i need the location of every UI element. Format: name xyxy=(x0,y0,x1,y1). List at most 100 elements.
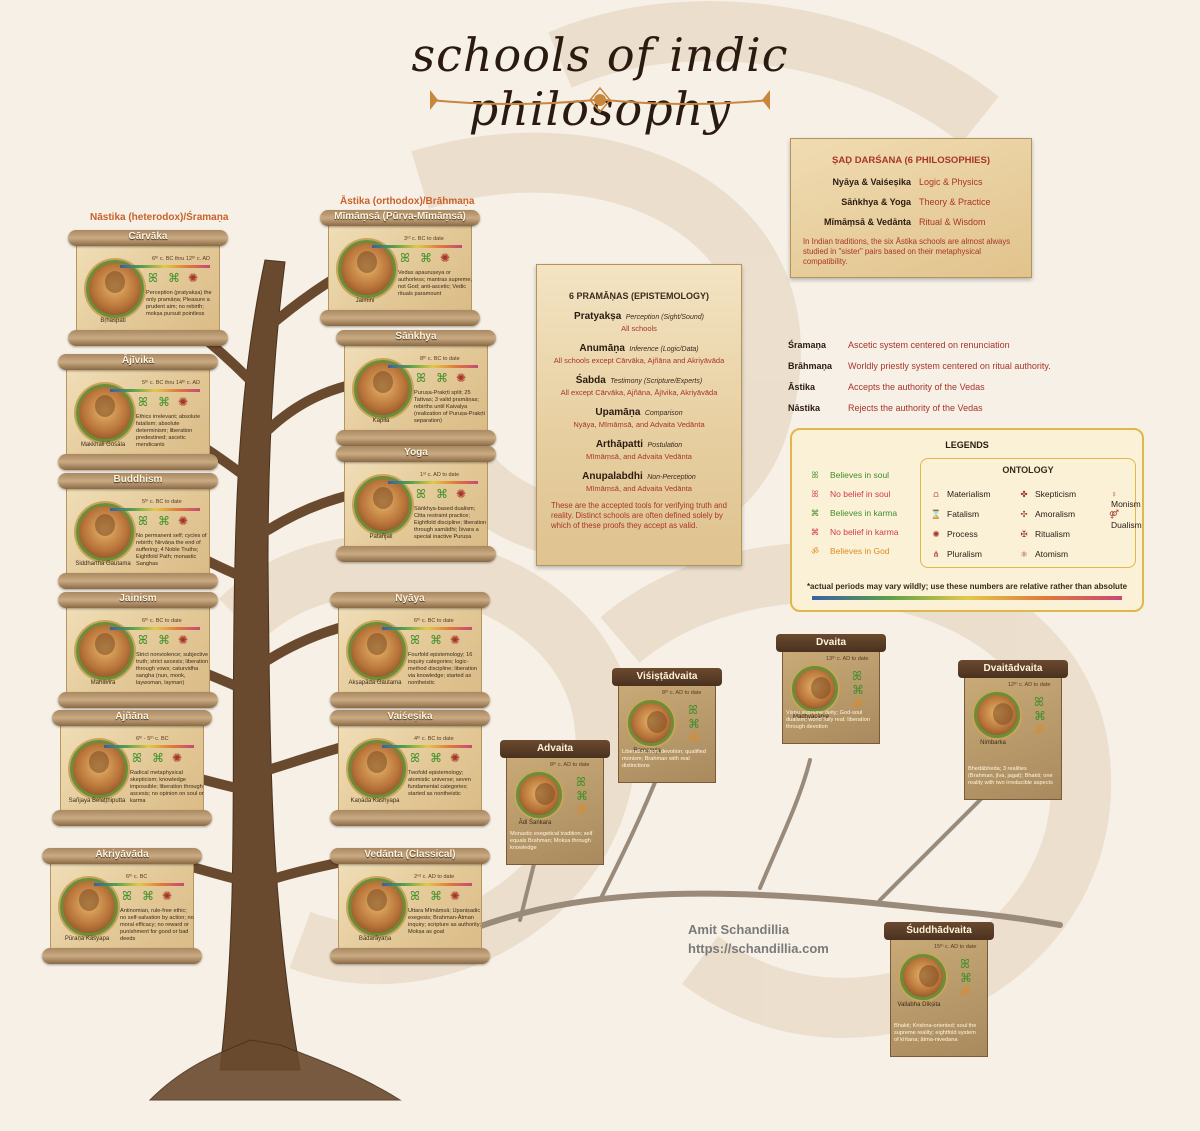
thinker-portrait xyxy=(76,622,134,680)
thinker-name: Bādarāyaṇa xyxy=(358,936,392,942)
scroll-roll-bottom xyxy=(336,430,496,446)
glossary-term: Brāhmaṇa xyxy=(788,361,833,371)
karma-icon: ⌘ xyxy=(436,487,448,501)
soul-icon: ꕤ xyxy=(148,271,158,285)
thinker-portrait xyxy=(348,740,406,798)
ontology-icon: ✺ xyxy=(932,529,940,539)
pramana-footer: These are the accepted tools for verifyi… xyxy=(551,501,727,530)
school-period: 5ᵗʰ c. BC to date xyxy=(142,499,182,505)
thinker-name: Patañjali xyxy=(369,534,393,540)
glossary-definition: Accepts the authority of the Vedas xyxy=(848,382,985,392)
scroll-roll-bottom xyxy=(330,692,490,708)
school-description: Liberation from devotion; qualified moni… xyxy=(622,749,706,769)
scroll-roll-bottom xyxy=(330,948,490,964)
legend-icon: ⌘ xyxy=(810,527,820,537)
thinker-portrait xyxy=(974,692,1020,738)
school-period: 8ᵗʰ c. BC to date xyxy=(420,356,460,362)
author-url[interactable]: https://schandillia.com xyxy=(688,941,829,956)
ontology-label: Fatalism xyxy=(947,509,980,519)
scroll-roll-top xyxy=(58,473,218,489)
school-description: Perception (pratyakṣa) the only pramāṇa;… xyxy=(146,290,212,317)
scroll-roll-bottom xyxy=(58,573,218,589)
school-name: Ājīvika xyxy=(121,355,155,366)
ontology-item: ⩍Materialism xyxy=(929,489,990,500)
ontology-label: Process xyxy=(947,529,978,539)
scroll-roll-top xyxy=(330,592,490,608)
scroll-roll-top xyxy=(58,354,218,370)
pramana-heading: 6 PRAMĀṆAS (EPISTEMOLOGY) xyxy=(568,291,709,301)
soul-icon: ꕤ xyxy=(400,251,410,265)
ontology-icon: ✺ xyxy=(162,889,173,903)
school-period: 6ᵗʰ c. BC to date xyxy=(414,618,454,624)
school-period: 3ʳᵈ c. BC to date xyxy=(404,236,444,242)
branch-school-name: Dvaitādvaita xyxy=(958,660,1068,678)
period-bar xyxy=(104,745,194,748)
school-name: Akriyāvāda xyxy=(95,849,149,860)
school-description: Bhedābheda; 3 realities (Brahman, jīva, … xyxy=(968,766,1053,786)
soul-icon: ꕤ xyxy=(122,889,132,903)
school-name: Yoga xyxy=(404,447,428,458)
school-period: 1ˢᵗ c. AD to date xyxy=(420,472,460,478)
school-description: Monastic exegetical tradition; self equa… xyxy=(510,831,593,851)
author-credit: Amit Schandillia https://schandillia.com xyxy=(688,920,829,958)
astika-heading: Āstika (orthodox)/Brāhmaṇa xyxy=(340,196,475,207)
thinker-name: Madhvācārya xyxy=(792,714,830,720)
ontology-label: Monism xyxy=(1111,499,1141,509)
thinker-name: Siddhartha Gautama xyxy=(75,561,131,567)
school-period: 6ᵗʰ c. BC xyxy=(126,874,148,880)
school-period: 12ᵗʰ c. AD to date xyxy=(1008,682,1051,688)
pramana-name: Śabda xyxy=(575,375,606,386)
pramana-item: Anumāṇa Inference (Logic/Data)All school… xyxy=(537,338,741,365)
thinker-name: Ramanuja xyxy=(633,748,661,754)
thinker-portrait xyxy=(76,384,134,442)
period-bar xyxy=(110,508,200,511)
ontology-heading: ONTOLOGY xyxy=(1002,465,1054,475)
school-description: Bhakti; Krishna-oriented; soul the supre… xyxy=(894,1023,977,1043)
scroll-roll-top xyxy=(330,848,490,864)
period-bar xyxy=(120,265,210,268)
period-bar xyxy=(94,883,184,886)
scroll-paper xyxy=(338,718,482,818)
pramana-name: Arthāpatti xyxy=(595,439,644,450)
soul-icon: ꕤ xyxy=(138,395,148,409)
soul-icon: ꕤ xyxy=(688,703,698,717)
school-period: 8ᵗʰ c. AD to date xyxy=(662,690,702,696)
ontology-icon: ⋔ xyxy=(932,549,940,559)
period-bar xyxy=(382,745,472,748)
school-description: Viṣṇu supreme deity; God-soul dualism; w… xyxy=(786,710,870,730)
pramana-schools: Mīmāṃsā, and Advaita Vedānta xyxy=(586,452,692,461)
karma-icon: ⌘ xyxy=(430,889,442,903)
glossary-definition: Worldly priestly system centered on ritu… xyxy=(848,361,1051,371)
scroll-roll-bottom xyxy=(52,810,212,826)
darsana-pair-name: Nyāya & Vaiśeṣika xyxy=(832,177,911,187)
thinker-name: Pūraṇa Kāśyapa xyxy=(64,936,110,942)
scroll-roll-bottom xyxy=(320,310,480,326)
ontology-icon: ✺ xyxy=(178,633,189,647)
scroll-roll-top xyxy=(336,446,496,462)
karma-icon: ⌘ xyxy=(688,717,700,731)
scroll-roll-bottom xyxy=(336,546,496,562)
legend-label: No belief in karma xyxy=(830,527,899,537)
scroll-roll-top xyxy=(42,848,202,864)
god-icon: ॐ xyxy=(1034,723,1045,737)
darsana-pair-name: Mīmāṃsā & Vedānta xyxy=(823,217,911,227)
pramana-item: Pratyakṣa Perception (Sight/Sound)All sc… xyxy=(537,306,741,333)
darsana-pair-topic: Logic & Physics xyxy=(919,177,983,187)
legend-icon: ॐ xyxy=(811,546,819,556)
school-description: Puruṣa-Prakṛti split; 25 Tattvas; 3 vali… xyxy=(414,390,485,424)
thinker-portrait xyxy=(354,360,412,418)
school-name: Mīmāṃsā (Pūrva-Mīmāṃsā) xyxy=(334,211,466,222)
karma-icon: ⌘ xyxy=(420,251,432,265)
school-description: Sāṅkhya-based dualism; Citta restraint p… xyxy=(414,506,487,540)
thinker-portrait xyxy=(348,878,406,936)
pramana-meaning: Testimony (Scripture/Experts) xyxy=(610,378,703,385)
scroll-roll-bottom xyxy=(42,948,202,964)
ontology-item: ⚤Dualism xyxy=(1107,509,1142,530)
school-name: Cārvāka xyxy=(128,231,168,242)
